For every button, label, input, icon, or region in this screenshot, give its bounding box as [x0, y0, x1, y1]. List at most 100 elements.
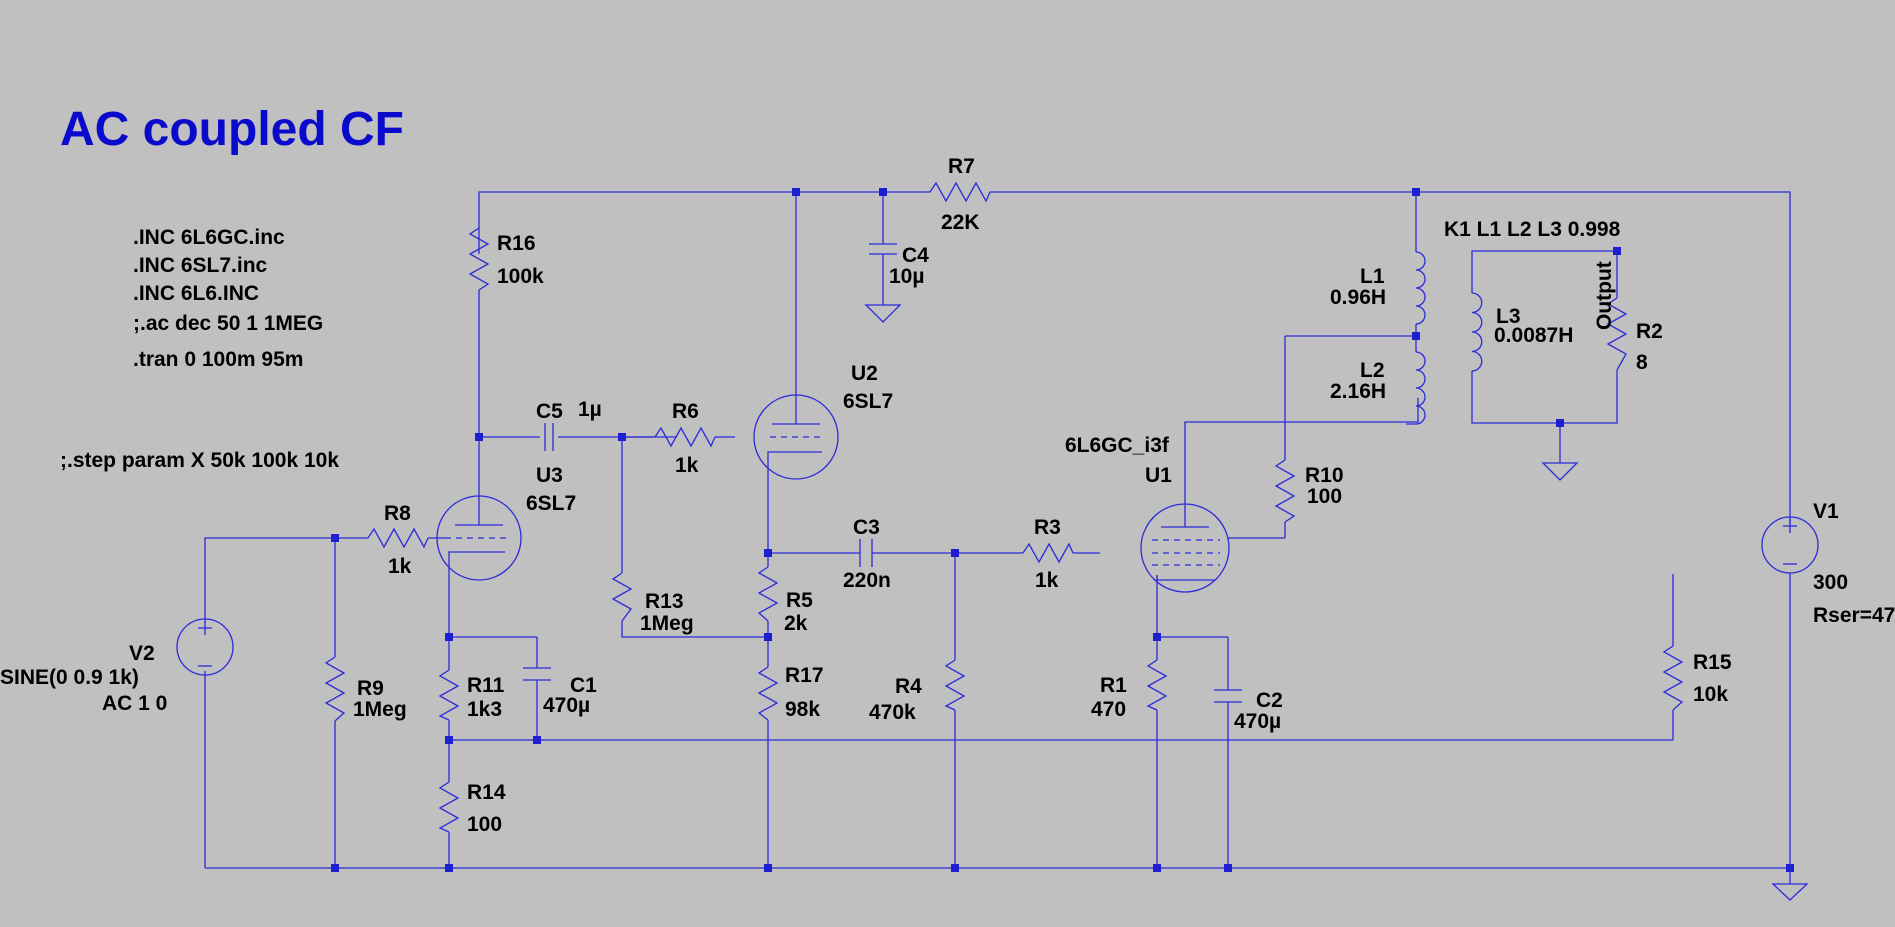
svg-text:C5: C5	[536, 400, 563, 423]
resistor-r16[interactable]: R16 100k	[468, 227, 544, 291]
directive-inc-6sl7[interactable]: .INC 6SL7.inc	[133, 254, 268, 277]
directive-ac[interactable]: ;.ac dec 50 1 1MEG	[133, 312, 323, 335]
tube-u3[interactable]: U3 6SL7	[436, 464, 576, 581]
svg-text:470µ: 470µ	[543, 694, 590, 717]
capacitor-c5[interactable]: C5 1µ	[536, 398, 602, 451]
svg-text:22K: 22K	[941, 211, 980, 234]
svg-text:C1: C1	[570, 674, 597, 697]
directive-step[interactable]: ;.step param X 50k 100k 10k	[60, 449, 339, 472]
svg-text:10µ: 10µ	[889, 265, 924, 288]
svg-text:1Meg: 1Meg	[640, 612, 694, 635]
resistor-r3[interactable]: R3 1k	[1022, 516, 1074, 592]
voltage-source-v1[interactable]: V1 300 Rser=47	[1761, 500, 1895, 627]
svg-text:V1: V1	[1813, 500, 1839, 523]
svg-text:L2: L2	[1360, 359, 1385, 382]
inductor-l2[interactable]: L2 2.16H	[1330, 351, 1426, 425]
svg-text:R16: R16	[497, 232, 536, 255]
resistor-r7[interactable]: R7 22K	[929, 155, 991, 234]
svg-text:1Meg: 1Meg	[353, 698, 407, 721]
directive-inc-6l6gc[interactable]: .INC 6L6GC.inc	[133, 226, 285, 249]
svg-text:100k: 100k	[497, 265, 544, 288]
svg-text:R5: R5	[786, 589, 813, 612]
capacitor-c2[interactable]: C2 470µ	[1214, 689, 1283, 733]
capacitor-c3[interactable]: C3 220n	[843, 516, 891, 592]
svg-text:C3: C3	[853, 516, 880, 539]
svg-text:AC 1 0: AC 1 0	[102, 692, 167, 715]
resistor-r2[interactable]: R2 8	[1606, 297, 1663, 374]
directive-tran[interactable]: .tran 0 100m 95m	[133, 348, 303, 371]
svg-text:470k: 470k	[869, 701, 916, 724]
svg-text:8: 8	[1636, 351, 1648, 374]
svg-text:L1: L1	[1360, 265, 1385, 288]
tube-u2[interactable]: U2 6SL7	[753, 362, 893, 480]
svg-text:Rser=47: Rser=47	[1813, 604, 1895, 627]
voltage-source-v2[interactable]: V2 SINE(0 0.9 1k) AC 1 0	[0, 618, 234, 715]
svg-text:470: 470	[1091, 698, 1126, 721]
svg-text:SINE(0 0.9 1k): SINE(0 0.9 1k)	[0, 666, 139, 689]
svg-text:L3: L3	[1496, 305, 1521, 328]
svg-text:R10: R10	[1305, 464, 1344, 487]
capacitor-c1[interactable]: C1 470µ	[523, 667, 597, 717]
svg-text:V2: V2	[129, 642, 155, 665]
svg-text:R13: R13	[645, 590, 684, 613]
svg-text:6L6GC_i3f: 6L6GC_i3f	[1065, 434, 1170, 457]
svg-text:100: 100	[467, 813, 502, 836]
svg-text:470µ: 470µ	[1234, 710, 1281, 733]
resistor-r14[interactable]: R14 100	[438, 781, 506, 836]
directive-inc-6l6[interactable]: .INC 6L6.INC	[133, 282, 259, 305]
svg-text:U3: U3	[536, 464, 563, 487]
resistor-r15[interactable]: R15 10k	[1662, 645, 1732, 711]
svg-text:R2: R2	[1636, 320, 1663, 343]
capacitor-c4[interactable]: C4 10µ	[869, 243, 929, 288]
resistor-r13[interactable]: R13 1Meg	[611, 572, 694, 635]
wires	[204, 191, 1791, 869]
coupling-directive[interactable]: K1 L1 L2 L3 0.998	[1444, 218, 1621, 241]
svg-text:R11: R11	[467, 674, 505, 697]
svg-text:98k: 98k	[785, 698, 820, 721]
svg-text:R8: R8	[384, 502, 411, 525]
tube-u1[interactable]: 6L6GC_i3f U1	[1065, 434, 1230, 593]
svg-text:300: 300	[1813, 571, 1848, 594]
svg-text:0.96H: 0.96H	[1330, 286, 1386, 309]
junction-dots	[331, 188, 1794, 872]
svg-text:0.0087H: 0.0087H	[1494, 324, 1573, 347]
svg-text:C2: C2	[1256, 689, 1283, 712]
resistor-r6[interactable]: R6 1k	[654, 400, 716, 477]
svg-text:220n: 220n	[843, 569, 891, 592]
svg-text:1k: 1k	[675, 454, 699, 477]
svg-text:R9: R9	[357, 677, 384, 700]
svg-text:R3: R3	[1034, 516, 1061, 539]
inductor-l1[interactable]: L1 0.96H	[1330, 251, 1426, 325]
svg-text:R14: R14	[467, 781, 506, 804]
ground-icon	[1771, 868, 1809, 901]
svg-text:R17: R17	[785, 664, 824, 687]
ground-icon	[864, 304, 902, 323]
svg-text:1k: 1k	[388, 555, 412, 578]
resistor-r11[interactable]: R11 1k3	[438, 669, 505, 721]
svg-text:R1: R1	[1100, 674, 1127, 697]
resistor-r17[interactable]: R17 98k	[757, 664, 824, 721]
svg-text:1k3: 1k3	[467, 698, 502, 721]
resistor-r4[interactable]: R4 470k	[869, 659, 966, 724]
resistor-r1[interactable]: R1 470	[1091, 659, 1168, 721]
svg-text:C4: C4	[902, 244, 929, 267]
svg-text:R6: R6	[672, 400, 699, 423]
svg-text:6SL7: 6SL7	[526, 492, 576, 515]
inductor-l3[interactable]: L3 0.0087H	[1471, 292, 1573, 372]
schematic-title: AC coupled CF	[60, 103, 404, 156]
resistor-r9[interactable]: R9 1Meg	[324, 656, 407, 722]
svg-text:U2: U2	[851, 362, 878, 385]
svg-text:R15: R15	[1693, 651, 1732, 674]
resistor-r8[interactable]: R8 1k	[367, 502, 429, 578]
resistor-r5[interactable]: R5 2k	[757, 566, 813, 635]
resistor-r10[interactable]: R10 100	[1274, 459, 1344, 523]
svg-text:R7: R7	[948, 155, 975, 178]
svg-text:2k: 2k	[784, 612, 808, 635]
svg-text:U1: U1	[1145, 464, 1172, 487]
net-label-output[interactable]: Output	[1593, 261, 1616, 330]
ground-icon	[1541, 462, 1579, 481]
svg-text:2.16H: 2.16H	[1330, 380, 1386, 403]
svg-text:1µ: 1µ	[578, 398, 602, 421]
svg-text:6SL7: 6SL7	[843, 390, 893, 413]
